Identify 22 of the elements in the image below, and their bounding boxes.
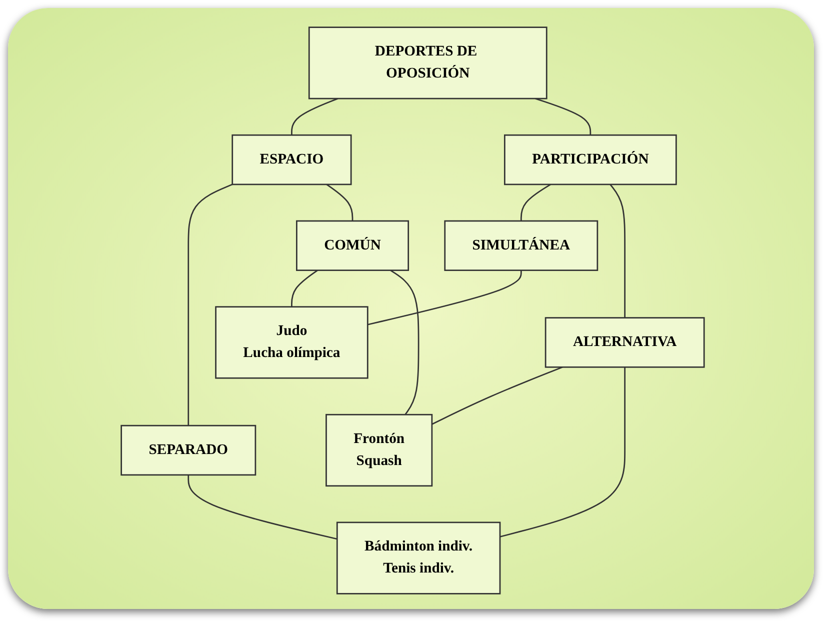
connector: [188, 184, 233, 426]
connector: [291, 270, 318, 307]
node-box: Judo Lucha olímpica: [215, 306, 369, 379]
node-box: COMÚN: [296, 220, 410, 271]
connector: [610, 184, 626, 318]
node-box: ESPACIO: [232, 134, 352, 186]
node-box: SIMULTÁNEA: [444, 220, 598, 271]
node-box: PARTICIPACIÓN: [504, 134, 678, 186]
node-box: DEPORTES DE OPOSICIÓN: [308, 26, 548, 100]
connector: [500, 367, 626, 538]
connector: [390, 270, 420, 416]
node-box: Frontón Squash: [326, 414, 433, 487]
connector: [291, 98, 338, 136]
node-box: Bádminton indiv. Tenis indiv.: [336, 522, 501, 594]
connector: [326, 184, 354, 221]
connector: [368, 270, 522, 326]
connector: [432, 366, 564, 425]
connector: [188, 474, 338, 540]
node-box: SEPARADO: [120, 424, 256, 476]
connector: [535, 98, 592, 136]
connector: [520, 184, 552, 221]
node-box: ALTERNATIVA: [545, 317, 706, 368]
